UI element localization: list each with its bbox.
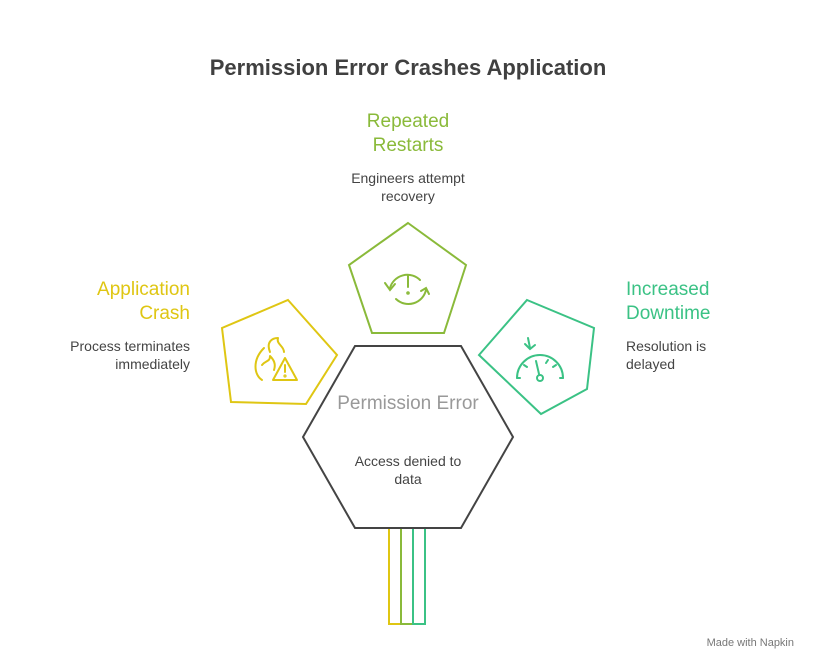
pentagon-repeated-restarts[interactable]: [347, 221, 468, 334]
center-description: Access denied to data: [354, 453, 462, 487]
restart-alert-icon: [384, 273, 430, 305]
increased-downtime-description: Resolution is delayed: [626, 338, 707, 372]
increased-downtime-heading: Increased Downtime: [626, 279, 711, 324]
page-title: Permission Error Crashes Application: [209, 55, 607, 80]
center-heading: Permission Error: [337, 393, 479, 414]
stem-yellow: [388, 528, 402, 625]
pentagon-application-crash[interactable]: [220, 298, 339, 406]
repeated-restarts-heading: Repeated Restarts: [366, 111, 450, 156]
napkin-watermark: Made with Napkin: [706, 637, 794, 649]
repeated-restarts-description: Engineers attempt recovery: [351, 170, 465, 204]
stem-teal: [412, 528, 426, 625]
pentagon-increased-downtime[interactable]: [477, 298, 596, 416]
application-crash-description: Process terminates immediately: [70, 338, 190, 372]
application-crash-heading: Application Crash: [97, 279, 190, 324]
stem-green: [400, 528, 414, 625]
hexagon-center: [301, 345, 515, 529]
speedometer-down-icon: [516, 337, 564, 382]
fire-warning-icon: [254, 337, 298, 381]
